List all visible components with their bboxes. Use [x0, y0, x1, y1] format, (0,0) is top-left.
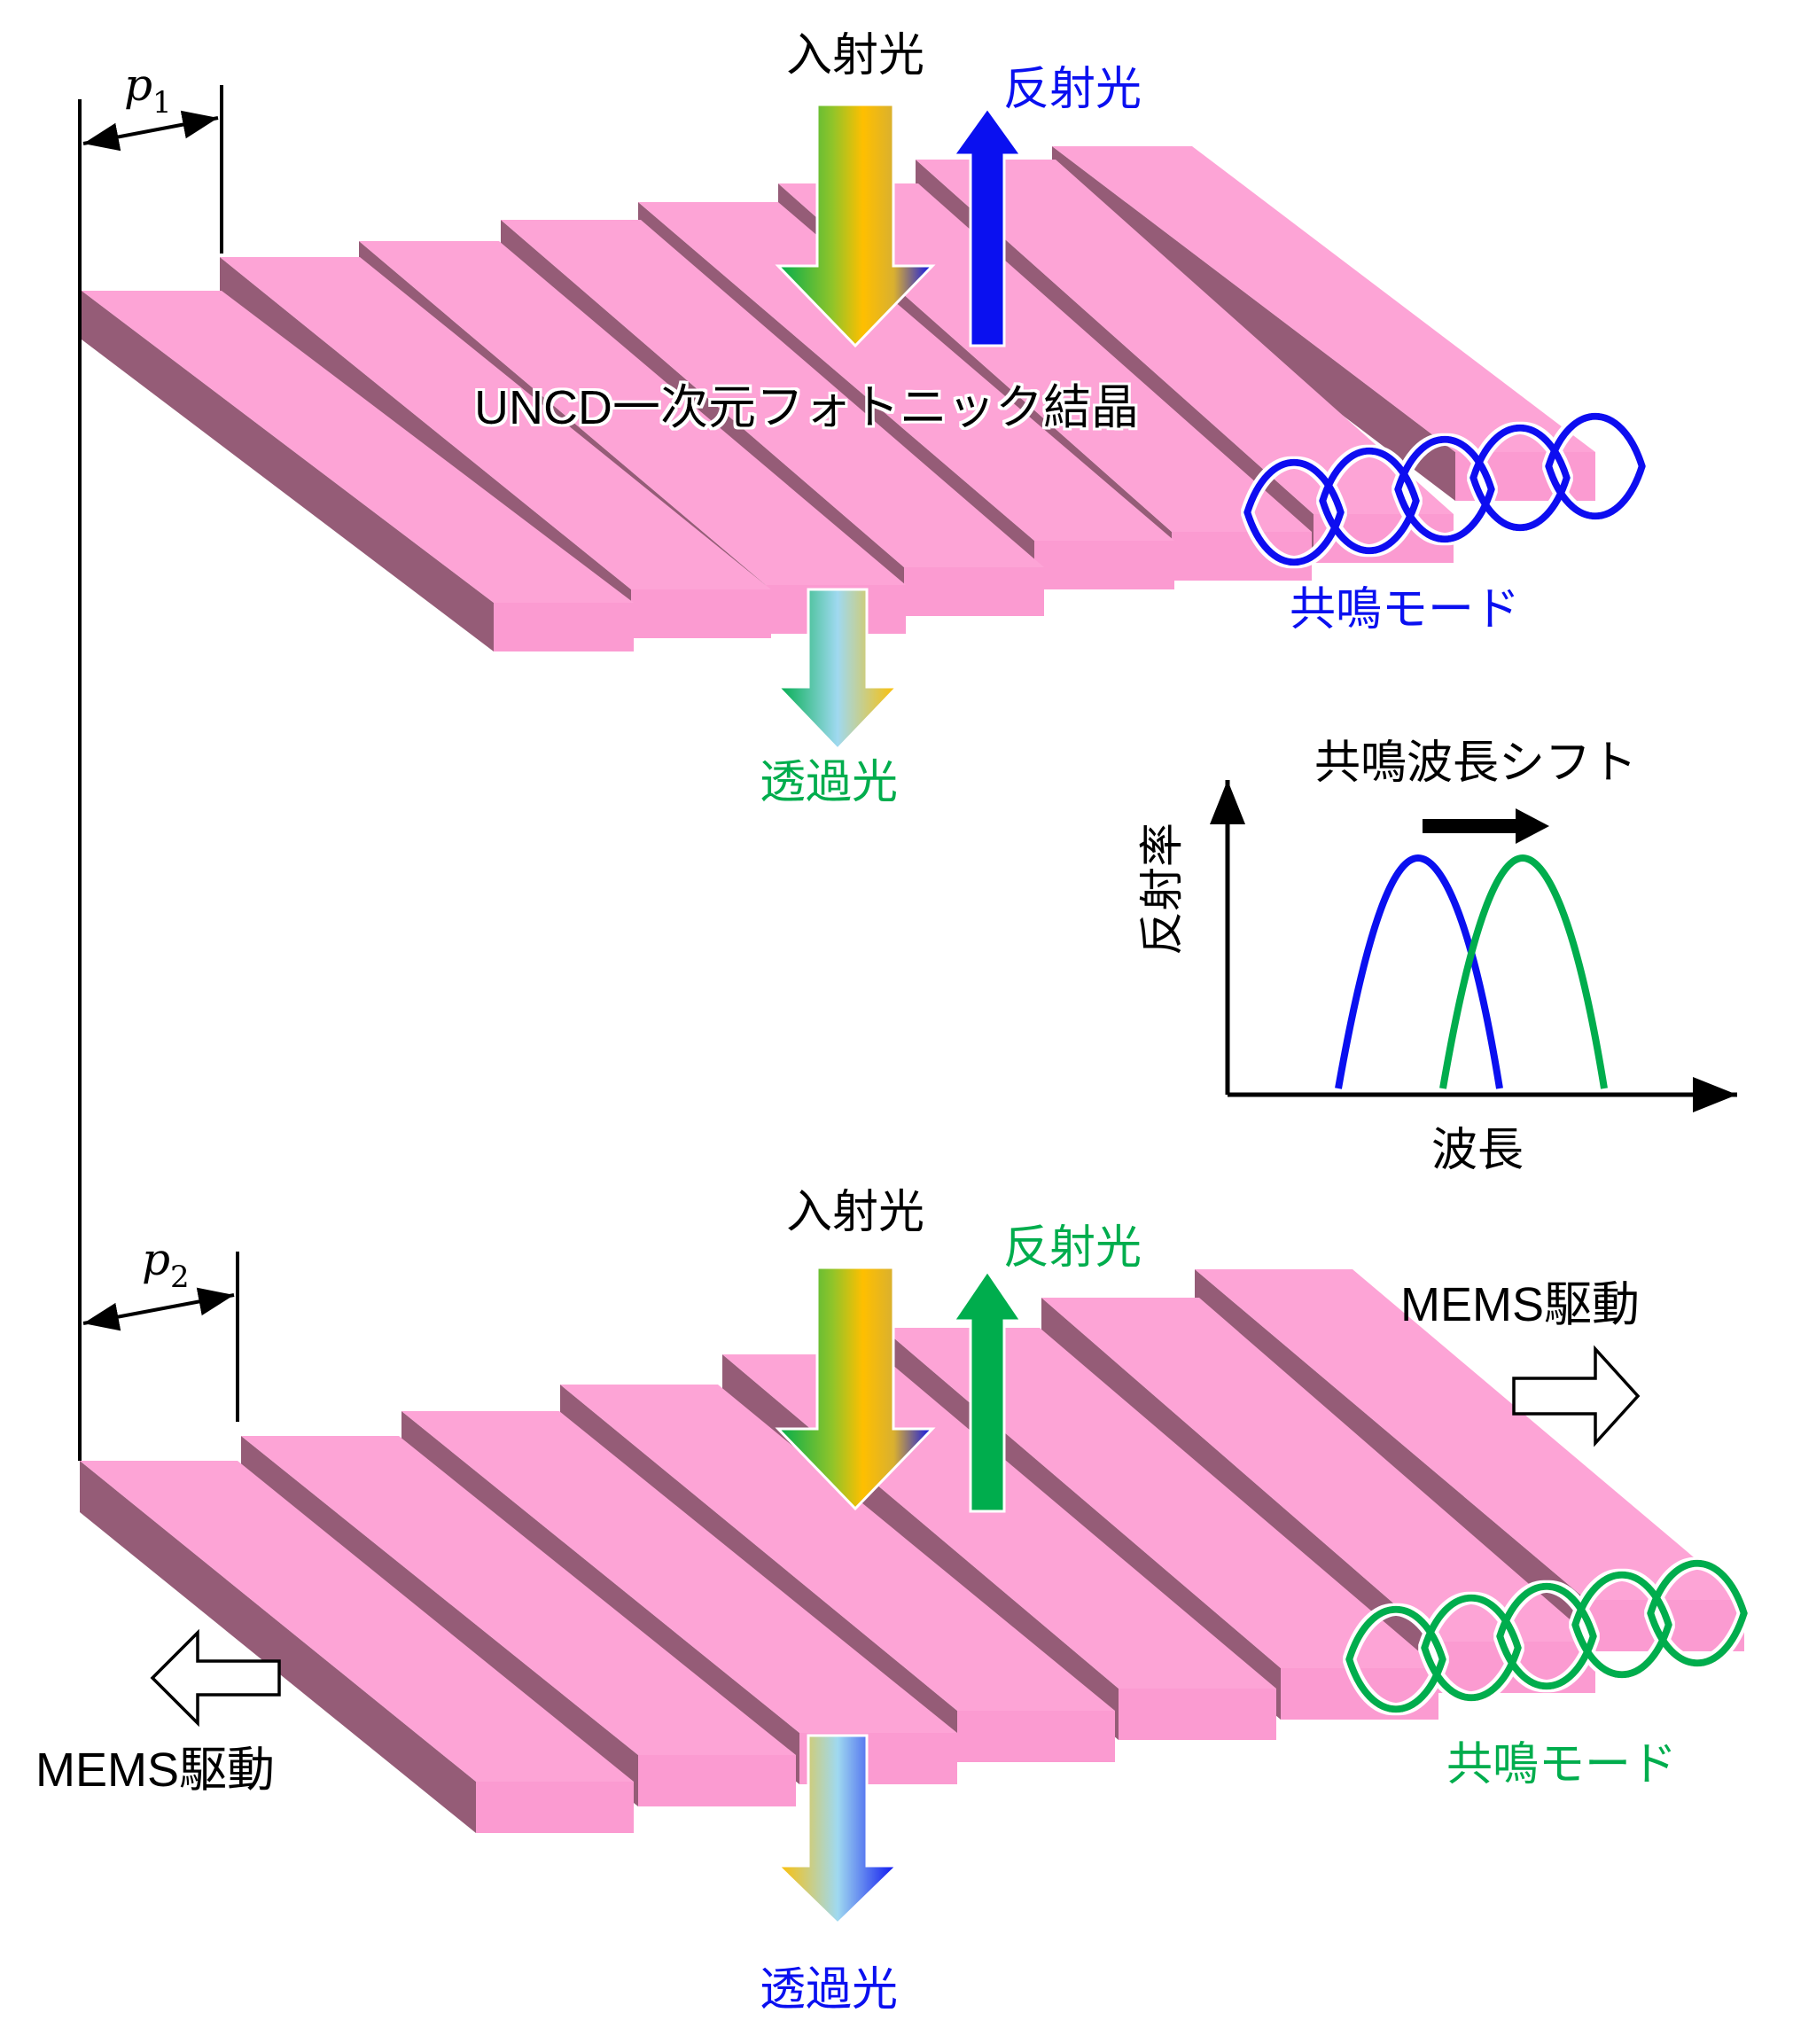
- bar-top-face: [501, 220, 1044, 567]
- bar-front-face: [638, 1755, 796, 1806]
- mems-left-arrow: [150, 1628, 281, 1728]
- bottom-transmitted-label: 透過光: [760, 1963, 898, 2017]
- bottom-reflected-label: 反射光: [1003, 1221, 1142, 1275]
- bar-top-face: [80, 1461, 634, 1782]
- top-incident-arrow: [775, 103, 936, 348]
- bottom-incident-label: 入射光: [786, 1186, 924, 1239]
- bottom-pitch-label: p2: [142, 1234, 190, 1295]
- top-mode-label: 共鳴モード: [1290, 583, 1520, 636]
- bottom-reflected-arrow: [951, 1268, 1024, 1513]
- reflectance-peak-green: [1439, 854, 1608, 1089]
- bar-top-face: [401, 1411, 957, 1733]
- mode-lobe: [1469, 425, 1571, 531]
- top-transmitted-arrow: [775, 588, 900, 752]
- top-incident-label: 入射光: [786, 29, 924, 82]
- bar-top-face: [560, 1385, 1115, 1711]
- mems-right-label: MEMS駆動: [1400, 1278, 1640, 1331]
- top-resonance-mode: [1243, 413, 1646, 566]
- bar-top-face: [241, 1436, 796, 1755]
- reflectance-peak-blue: [1335, 854, 1503, 1089]
- mode-lobe: [1571, 1572, 1672, 1678]
- bar-top-face: [638, 202, 1174, 541]
- bottom-bar-8: [80, 1461, 634, 1833]
- bottom-mode-label: 共鳴モード: [1446, 1738, 1677, 1791]
- bar-side-face: [82, 291, 494, 651]
- top-crystal-bars: [82, 146, 1595, 651]
- bar-top-face: [82, 291, 634, 603]
- bar-front-face: [1034, 541, 1174, 589]
- mode-lobe: [1421, 1595, 1522, 1701]
- bottom-transmitted-arrow: [775, 1734, 900, 1926]
- bar-front-face: [631, 589, 771, 638]
- bar-top-face: [359, 241, 906, 585]
- bar-top-face: [916, 160, 1454, 514]
- bar-front-face: [494, 603, 634, 651]
- bar-side-face: [1052, 146, 1455, 501]
- bar-front-face: [476, 1782, 634, 1833]
- mode-lobe: [1545, 413, 1646, 519]
- crystal-label: UNCD一次元フォトニック結晶: [474, 381, 1139, 434]
- top-pitch-label: p1: [124, 59, 172, 121]
- bar-top-face: [1195, 1269, 1744, 1600]
- bar-side-face: [80, 1461, 476, 1833]
- graph-title: 共鳴波長シフト: [1314, 737, 1637, 790]
- bottom-incident-arrow: [775, 1266, 936, 1511]
- bar-top-face: [220, 257, 771, 589]
- bar-top-face: [1052, 146, 1595, 452]
- bottom-resonance-mode: [1345, 1560, 1748, 1712]
- graph-xlabel: 波長: [1431, 1124, 1524, 1177]
- bar-top-face: [1041, 1298, 1595, 1642]
- mems-right-arrow: [1512, 1345, 1641, 1447]
- bar-top-face: [882, 1328, 1438, 1668]
- top-transmitted-label: 透過光: [760, 756, 898, 809]
- top-reflected-arrow: [951, 105, 1024, 347]
- mode-lobe: [1394, 436, 1495, 542]
- top-pitch-marker: p1: [82, 59, 223, 254]
- mode-lobe: [1647, 1560, 1748, 1666]
- top-bar-8: [82, 291, 634, 651]
- mode-lobe: [1496, 1583, 1597, 1689]
- bottom-pitch-marker: p2: [82, 1234, 239, 1422]
- mems-left-label: MEMS駆動: [35, 1744, 275, 1797]
- mode-lobe: [1319, 448, 1420, 555]
- graph-ylabel: 反射率: [1136, 823, 1188, 956]
- bar-front-face: [1119, 1689, 1276, 1740]
- bar-front-face: [904, 567, 1044, 616]
- mode-lobe: [1345, 1606, 1446, 1712]
- resonance-shift-graph: 共鳴波長シフト 反射率 波長: [1136, 737, 1737, 1177]
- top-reflected-label: 反射光: [1003, 63, 1142, 116]
- mode-lobe: [1243, 459, 1345, 566]
- bar-front-face: [957, 1711, 1115, 1762]
- bar-front-face: [1172, 532, 1312, 581]
